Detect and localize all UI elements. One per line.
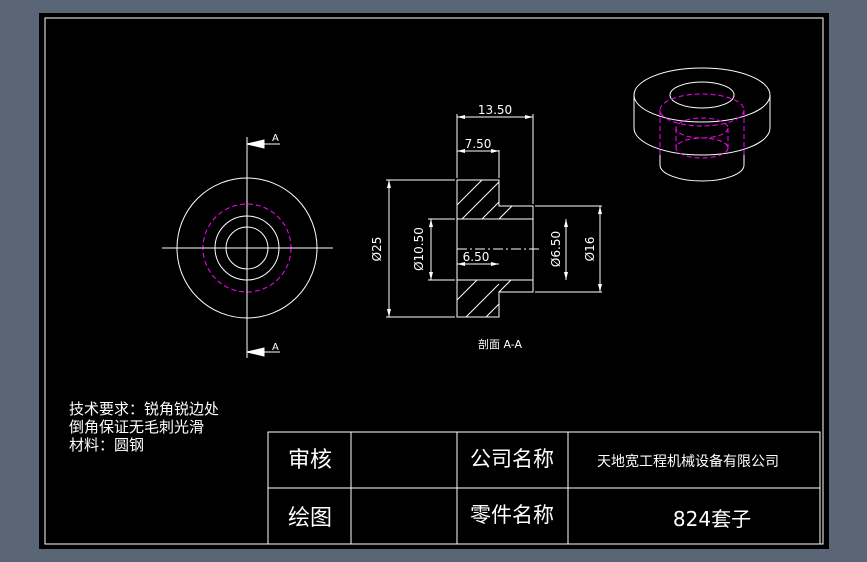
iso-outer-side bbox=[633, 95, 771, 156]
dim-dia-6-50: Ø6.50 bbox=[549, 231, 563, 267]
note-line-3: 材料：圆钢 bbox=[69, 436, 144, 454]
dim-arrowheads bbox=[387, 115, 602, 317]
title-part-name: 824套子 bbox=[673, 507, 751, 531]
drawing-paper bbox=[39, 13, 829, 549]
title-block bbox=[267, 431, 821, 545]
isometric-view bbox=[633, 67, 771, 182]
hatch-bottom bbox=[456, 279, 512, 318]
title-company-name: 天地宽工程机械设备有限公司 bbox=[597, 453, 779, 470]
front-view bbox=[162, 137, 333, 358]
dim-7-50: 7.50 bbox=[465, 137, 492, 151]
section-marker-bottom: A bbox=[272, 342, 279, 353]
title-part-label: 零件名称 bbox=[470, 503, 554, 527]
note-line-2: 倒角保证无毛刺光滑 bbox=[69, 418, 204, 436]
section-outline bbox=[456, 179, 534, 318]
section-marker-top: A bbox=[272, 133, 279, 144]
section-arrow-bottom-head bbox=[246, 347, 265, 357]
iso-boss-side bbox=[659, 155, 745, 182]
note-line-1: 技术要求：锐角锐边处 bbox=[69, 400, 219, 418]
title-drawing-label: 绘图 bbox=[288, 506, 332, 531]
section-caption: 剖面 A-A bbox=[478, 337, 523, 351]
hatch-top bbox=[456, 179, 513, 220]
dim-6-50-horizontal: 6.50 bbox=[463, 250, 490, 264]
dim-dia-10-50: Ø10.50 bbox=[412, 227, 426, 271]
iso-hidden-lines bbox=[659, 93, 745, 159]
dim-dia-25: Ø25 bbox=[370, 237, 384, 262]
title-company-label: 公司名称 bbox=[470, 447, 554, 471]
dim-13-50: 13.50 bbox=[478, 103, 512, 117]
iso-top-bore bbox=[669, 81, 735, 109]
dim-dia-16: Ø16 bbox=[583, 237, 597, 262]
title-review-label: 审核 bbox=[288, 448, 332, 473]
section-arrow-top-head bbox=[246, 139, 265, 149]
